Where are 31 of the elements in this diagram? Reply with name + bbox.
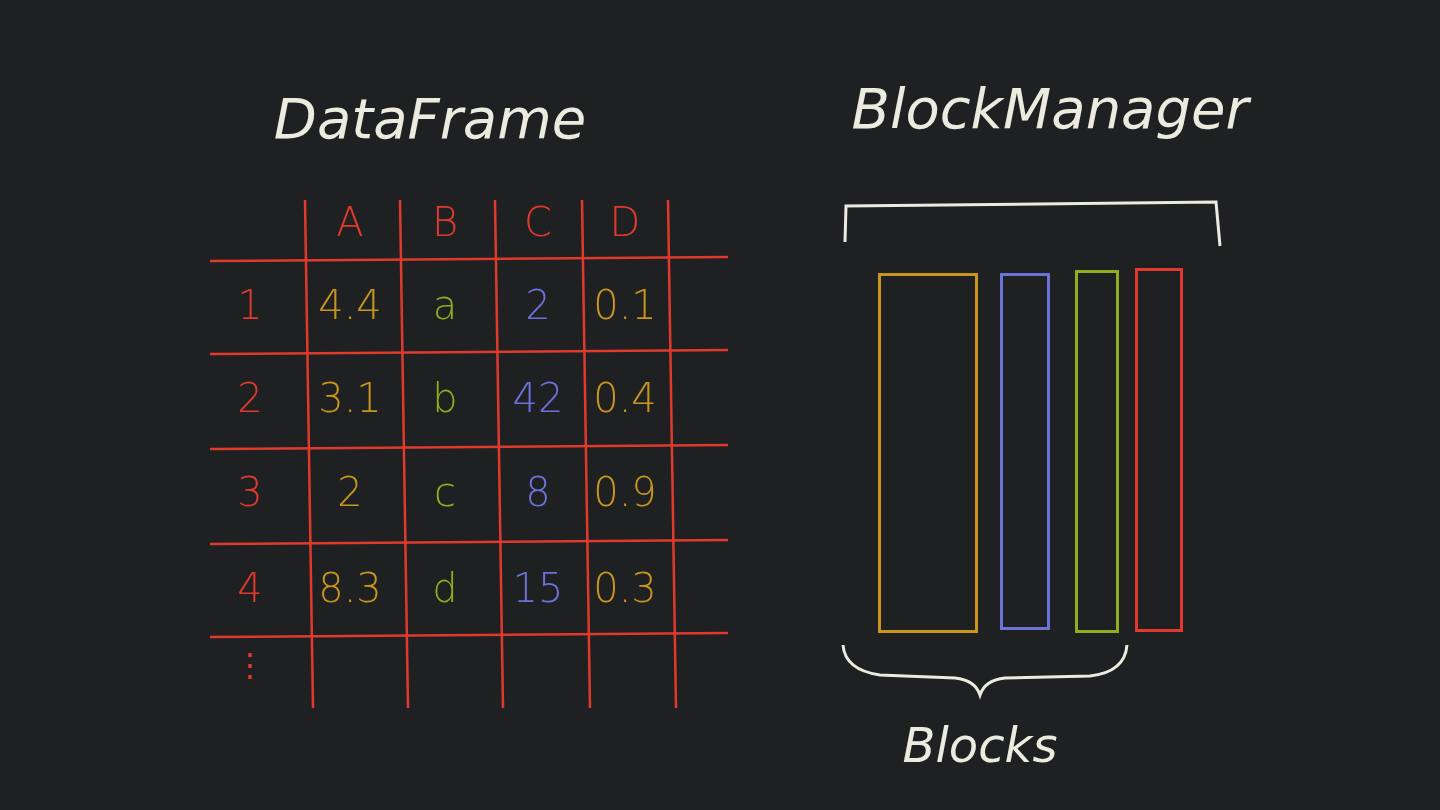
column-header: B (431, 199, 459, 245)
cell-value: 0.3 (593, 565, 657, 611)
cell-value: 2 (525, 282, 551, 328)
block-rectangle (878, 273, 978, 633)
cell-value: a (432, 282, 458, 328)
cell-value: d (432, 565, 458, 611)
row-number: 4 (237, 565, 263, 611)
brace-label: Blocks (902, 717, 1058, 773)
cell-value: 8.3 (318, 565, 382, 611)
row-number: 1 (237, 282, 263, 328)
cell-value: 15 (512, 565, 564, 611)
row-number: 3 (237, 469, 263, 515)
block-rectangle (1075, 270, 1119, 633)
cell-value: 0.1 (593, 282, 657, 328)
ellipsis: ⋮ (234, 646, 266, 684)
cell-value: 8 (525, 469, 551, 515)
block-rectangle (1135, 268, 1183, 632)
column-header: C (524, 199, 552, 245)
cell-value: 42 (512, 375, 564, 421)
diagram-heading: DataFrame (273, 85, 587, 151)
cell-value: 3.1 (318, 375, 382, 421)
row-number: 2 (237, 375, 263, 421)
cell-value: b (432, 375, 458, 421)
column-header: D (609, 199, 641, 245)
cell-value: 0.9 (593, 469, 657, 515)
column-header: A (336, 199, 364, 245)
cell-value: c (434, 469, 456, 515)
cell-value: 4.4 (318, 282, 382, 328)
cell-value: 0.4 (593, 375, 657, 421)
block-rectangle (1000, 273, 1050, 630)
cell-value: 2 (337, 469, 363, 515)
